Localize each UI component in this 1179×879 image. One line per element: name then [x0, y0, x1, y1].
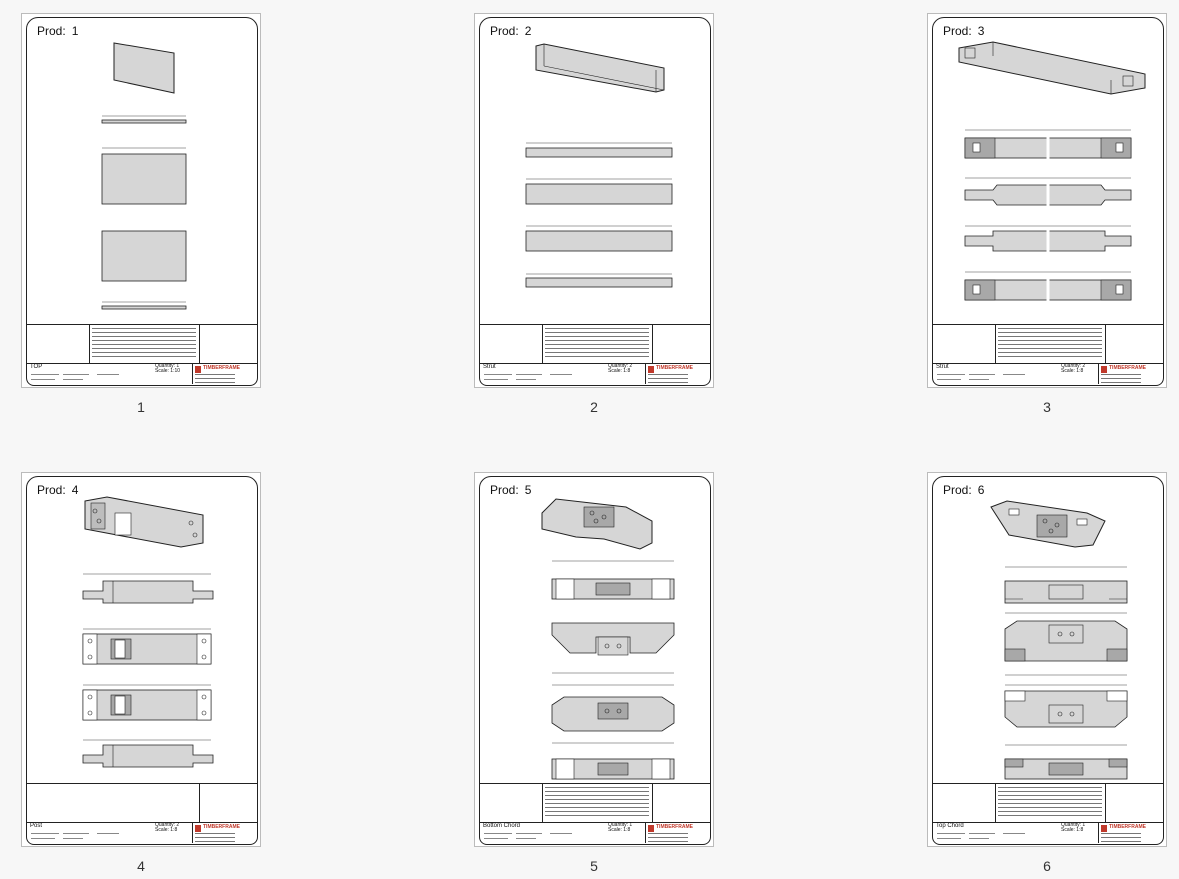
page-number: 3	[1043, 399, 1051, 415]
shop-drawing-views	[541, 498, 675, 780]
part-name: TOP	[30, 364, 43, 370]
company-logo: TIMBERFRAME	[645, 364, 708, 384]
page-thumbnail[interactable]: Prod:3	[927, 13, 1167, 388]
general-notes	[89, 325, 200, 363]
general-notes	[995, 325, 1106, 363]
general-notes	[542, 325, 653, 363]
drawing-sheet: Prod:6	[932, 476, 1164, 845]
part-name: Strut	[483, 364, 496, 370]
company-logo: TIMBERFRAME	[1098, 823, 1161, 843]
shop-drawing-views	[958, 41, 1146, 302]
page-number: 6	[1043, 858, 1051, 874]
drawing-sheet: Prod:2 Strut Quanti	[479, 17, 711, 386]
page-thumbnail[interactable]: Prod:2 Strut Quanti	[474, 13, 714, 388]
company-logo: TIMBERFRAME	[192, 823, 255, 843]
part-name: Bottom Chord	[483, 823, 521, 829]
general-notes	[995, 784, 1106, 822]
part-name: Top Chord	[936, 823, 964, 829]
prod-label: Prod:2	[490, 24, 532, 38]
part-name: Post	[30, 823, 43, 829]
company-logo: TIMBERFRAME	[645, 823, 708, 843]
general-notes	[542, 784, 653, 822]
prod-label: Prod:5	[490, 483, 532, 497]
page-thumbnail[interactable]: Prod:5	[474, 472, 714, 847]
drawing-sheet: Prod:3	[932, 17, 1164, 386]
page-thumbnail[interactable]: Prod:6	[927, 472, 1167, 847]
shop-drawing-views	[101, 42, 187, 310]
drawing-sheet: Prod:5	[479, 476, 711, 845]
company-logo: TIMBERFRAME	[192, 364, 255, 384]
part-name: Strut	[936, 364, 949, 370]
prod-label: Prod:3	[943, 24, 985, 38]
shop-drawing-views	[525, 43, 673, 288]
page-number: 2	[590, 399, 598, 415]
shop-drawing-views	[990, 500, 1128, 780]
prod-label: Prod:6	[943, 483, 985, 497]
prod-label: Prod:4	[37, 483, 79, 497]
prod-label: Prod:1	[37, 24, 79, 38]
company-logo: TIMBERFRAME	[1098, 364, 1161, 384]
page-thumbnail[interactable]: Prod:4	[21, 472, 261, 847]
drawing-sheet: Prod:4	[26, 476, 258, 845]
page-number: 1	[137, 399, 145, 415]
shop-drawing-views	[82, 496, 214, 768]
page-number: 5	[590, 858, 598, 874]
page-number: 4	[137, 858, 145, 874]
